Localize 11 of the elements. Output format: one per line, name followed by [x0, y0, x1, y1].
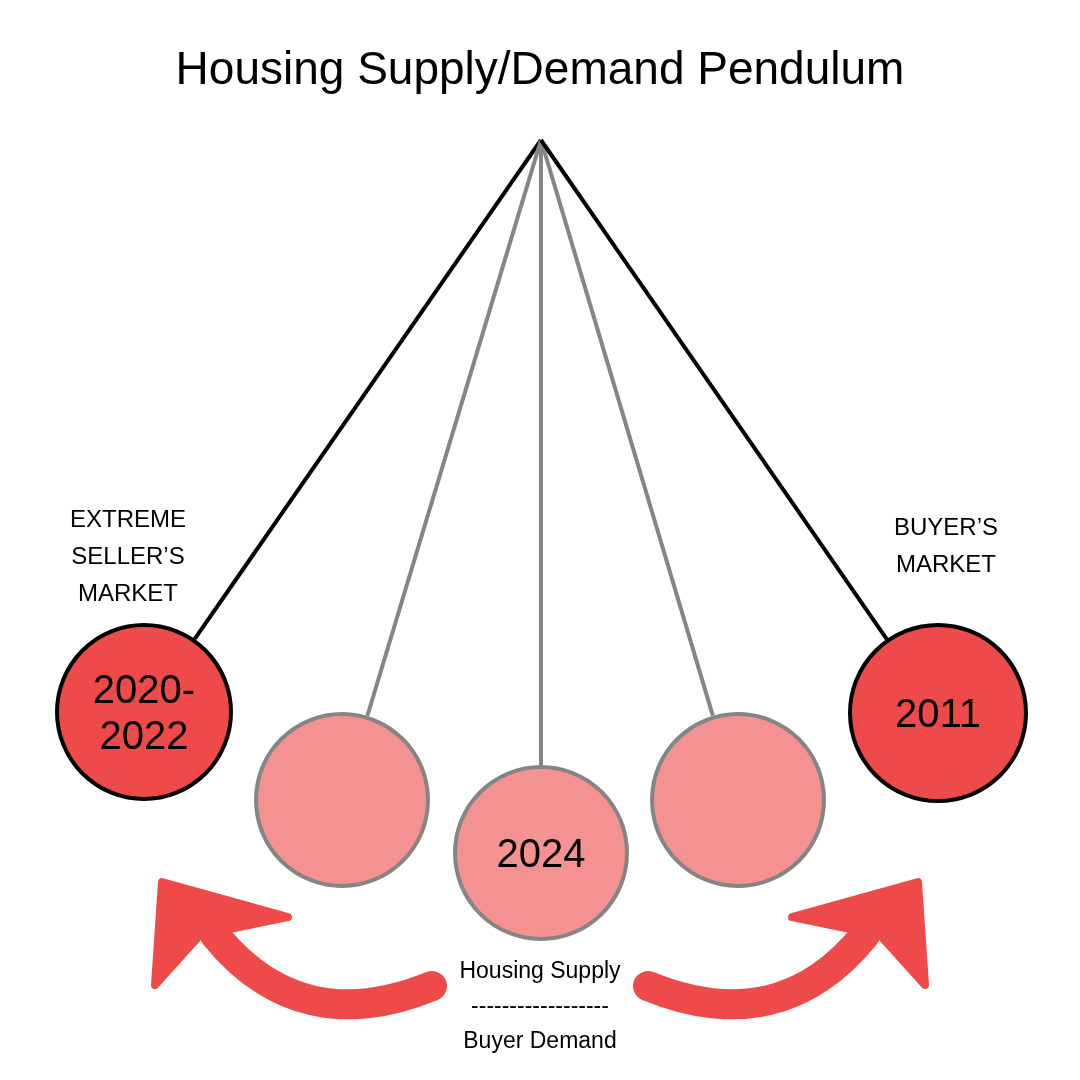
pendulum-string — [539, 138, 889, 641]
market-label: EXTREME SELLER’S MARKET — [69, 504, 187, 608]
market-label: BUYER’S MARKET — [893, 512, 999, 579]
caption-text: Housing Supply — [458, 956, 622, 985]
caption-text: Buyer Demand — [462, 1026, 618, 1055]
caption-text: ------------------ — [470, 991, 610, 1020]
year-label: 2011 — [894, 690, 982, 736]
year-label: 2024 — [495, 830, 587, 876]
pendulum-string — [193, 138, 543, 640]
title: Housing Supply/Demand Pendulum — [174, 41, 906, 96]
year-label: 2020-2022 — [91, 666, 197, 758]
